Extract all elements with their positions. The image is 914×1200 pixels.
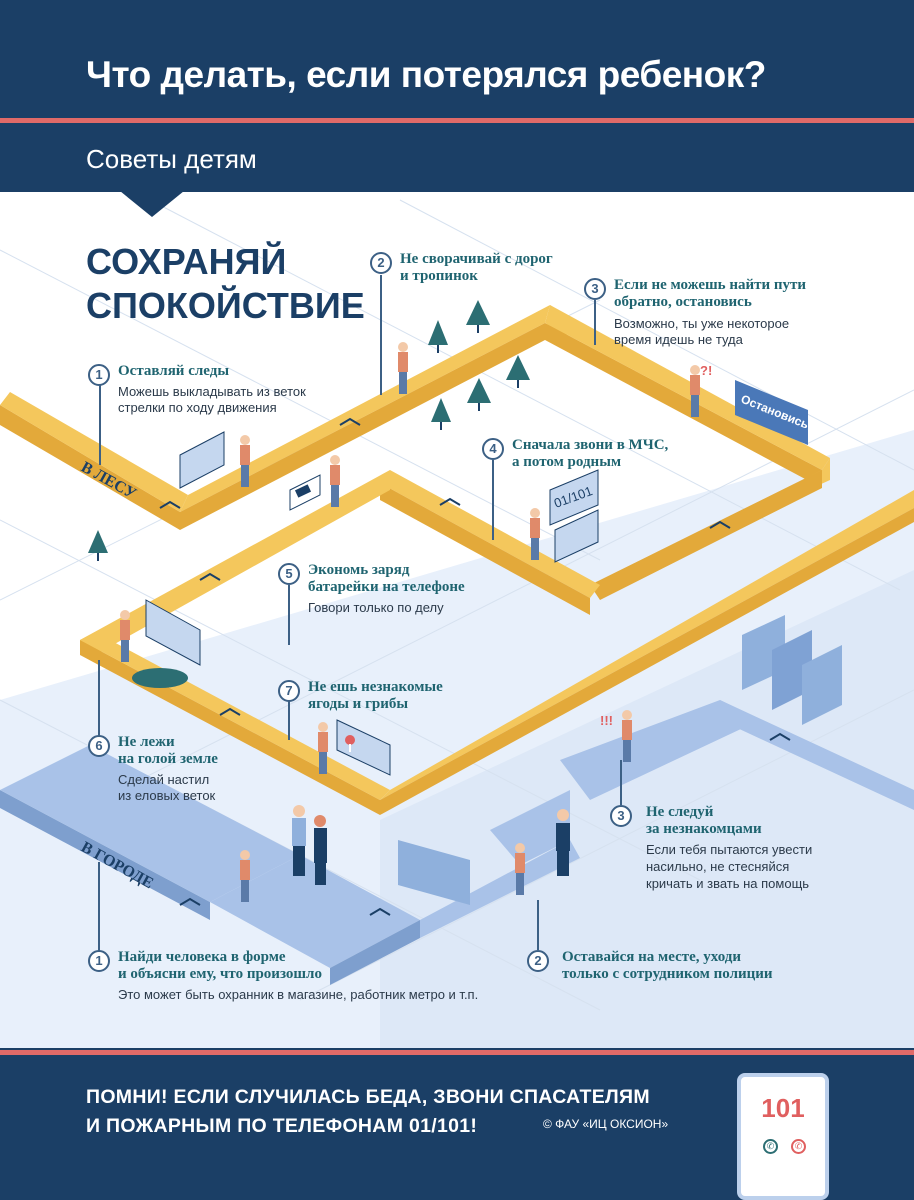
tip-title: Не ешь незнакомые — [308, 679, 443, 695]
tip-title: Если не можешь найти пути — [614, 277, 807, 293]
emergency-message-line2: И ПОЖАРНЫМ ПО ТЕЛЕФОНАМ 01/101! — [86, 1115, 478, 1137]
page-title: Что делать, если потерялся ребенок? — [86, 54, 766, 95]
tip-title: ягоды и грибы — [308, 696, 409, 712]
phone-illustration: 101 ✆ ✆ — [737, 1073, 829, 1200]
tip-number-badge: 6 — [88, 735, 110, 757]
question-text: ?! — [700, 363, 712, 378]
tip-title: за незнакомцами — [646, 821, 762, 837]
tip-body: насильно, не стесняйся — [646, 859, 790, 874]
tip-title: Оставайся на месте, уходи — [562, 949, 742, 965]
person-icon — [120, 342, 700, 902]
pin-stick — [288, 700, 290, 740]
tip-title: Экономь заряд — [308, 562, 410, 578]
tip-body: Если тебя пытаются увести — [646, 842, 813, 857]
tip-body: Это может быть охранник в магазине, рабо… — [118, 987, 479, 1002]
tip-title: и объясни ему, что произошло — [118, 966, 322, 982]
pin-stick — [99, 385, 101, 465]
tip-title: только с сотрудником полиции — [562, 966, 773, 982]
tip-body: Возможно, ты уже некоторое — [614, 316, 790, 331]
pin-stick — [594, 300, 596, 345]
tip-number-badge: 5 — [278, 563, 300, 585]
page-subtitle: Советы детям — [86, 144, 257, 174]
tip-number-badge: 4 — [482, 438, 504, 460]
pin-stick — [380, 275, 382, 395]
tip-title: обратно, остановись — [614, 294, 752, 310]
header-divider — [0, 118, 914, 123]
tip-number-badge: 7 — [278, 680, 300, 702]
copyright: © ФАУ «ИЦ ОКСИОН» — [543, 1117, 669, 1131]
pin-stick — [620, 760, 622, 805]
calm-headline-line1: СОХРАНЯЙ — [86, 241, 287, 282]
tip-title: а потом родным — [512, 454, 622, 470]
building-icon — [398, 615, 842, 905]
footer-divider — [0, 1050, 914, 1055]
pin-stick — [98, 862, 100, 952]
pin-stick — [288, 585, 290, 645]
tip-title: Не лежи — [118, 734, 175, 750]
tip-title: Оставляй следы — [118, 363, 230, 379]
police-officer-icon — [292, 805, 570, 885]
tip-number-badge: 3 — [610, 805, 632, 827]
tip-title: и тропинок — [400, 268, 478, 284]
shout-text: !!! — [600, 713, 613, 728]
tip-body: Можешь выкладывать из веток — [118, 384, 306, 399]
tip-title: Не сворачивай с дорог — [400, 251, 553, 267]
tip-title: батарейки на телефоне — [308, 579, 465, 595]
tip-title: Не следуй — [646, 804, 714, 820]
emergency-message-line1: ПОМНИ! ЕСЛИ СЛУЧИЛАСЬ БЕДА, ЗВОНИ СПАСАТ… — [86, 1086, 650, 1108]
pin-stick — [537, 900, 539, 950]
phone-hangup-icon: ✆ — [791, 1139, 806, 1154]
tip-number-badge: 3 — [584, 278, 606, 300]
phone-call-icon: ✆ — [763, 1139, 778, 1154]
pin-stick — [492, 460, 494, 540]
tip-number-badge: 1 — [88, 364, 110, 386]
tip-title: Найди человека в форме — [118, 949, 286, 965]
tip-body: Говори только по делу — [308, 600, 444, 615]
tip-body: кричать и звать на помощь — [646, 876, 810, 891]
phone-number: 101 — [761, 1093, 805, 1123]
tip-body: стрелки по ходу движения — [118, 400, 277, 415]
city-path — [0, 700, 914, 985]
tip-title: на голой земле — [118, 751, 218, 767]
calm-headline-line2: СПОКОЙСТВИЕ — [86, 285, 365, 326]
mushroom-icon — [345, 735, 355, 752]
battery-icon — [294, 484, 312, 498]
tip-number-badge: 2 — [370, 252, 392, 274]
calm-headline: СОХРАНЯЙ СПОКОЙСТВИЕ — [86, 240, 365, 328]
path-illustration: Остановись! 01/101 !!! ?! В ЛЕСУ В ГОРОД… — [0, 199, 914, 1048]
tip-body: из еловых веток — [118, 788, 216, 803]
pin-stick — [98, 660, 100, 740]
emergency-message: ПОМНИ! ЕСЛИ СЛУЧИЛАСЬ БЕДА, ЗВОНИ СПАСАТ… — [86, 1083, 650, 1141]
header-pointer — [120, 191, 184, 217]
tip-number-badge: 2 — [527, 950, 549, 972]
tip-number-badge: 1 — [88, 950, 110, 972]
tree-icon — [88, 300, 530, 561]
tip-body: время идешь не туда — [614, 332, 743, 347]
header-banner: Что делать, если потерялся ребенок? Сове… — [0, 0, 914, 192]
tip-title: Сначала звони в МЧС, — [512, 437, 669, 453]
tip-body: Сделай настил — [118, 772, 210, 787]
